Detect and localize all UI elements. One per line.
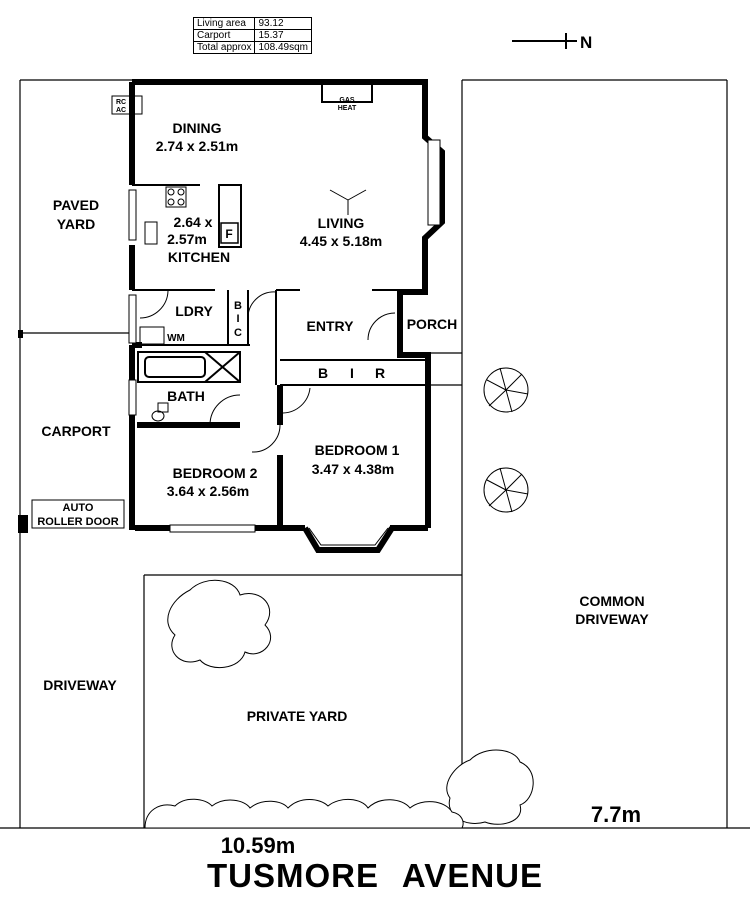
room-size: 2.74 x 2.51m — [156, 138, 239, 154]
bic-letter: I — [236, 313, 239, 325]
bir-letter: B — [318, 365, 328, 381]
room-size: 4.45 x 5.18m — [300, 233, 383, 249]
gas-heat-label: HEAT — [338, 105, 357, 112]
door-swings — [139, 290, 396, 453]
room-labels: DINING 2.74 x 2.51m LIVING 4.45 x 5.18m … — [156, 120, 458, 499]
room-name: DINING — [173, 120, 222, 136]
roller-door-label: AUTO — [63, 502, 94, 514]
frontage-dimension: 10.59m — [221, 833, 296, 858]
area-value: 108.49sqm — [254, 41, 312, 54]
hedge — [144, 798, 464, 829]
fixtures — [31, 83, 373, 529]
room-name: BEDROOM 2 — [173, 465, 258, 481]
room-name: BATH — [167, 388, 205, 404]
common-driveway-label: COMMON — [579, 593, 644, 609]
room-size: 3.47 x 4.38m — [312, 461, 395, 477]
roller-door-label: ROLLER DOOR — [37, 516, 118, 528]
room-name: PORCH — [407, 316, 458, 332]
north-arrow-icon: N — [512, 33, 592, 52]
fixture-labels: RC AC GAS HEAT AUTO ROLLER DOOR — [37, 97, 357, 528]
bir-letter: R — [375, 365, 385, 381]
street-name: TUSMORE AVENUE — [206, 857, 544, 894]
washer-label: WM — [167, 333, 185, 344]
room-size: 3.64 x 2.56m — [167, 483, 250, 499]
fridge-label: F — [225, 227, 232, 241]
bic-letter: B — [234, 300, 242, 312]
area-row: Total approx 108.49sqm — [192, 41, 312, 54]
common-driveway-label: DRIVEWAY — [575, 611, 649, 627]
tree-icon — [446, 749, 534, 825]
outdoor-labels: PAVED YARD CARPORT DRIVEWAY PRIVATE YARD… — [41, 197, 649, 724]
room-name: ENTRY — [307, 318, 355, 334]
room-name: LDRY — [175, 303, 213, 319]
common-width-dimension: 7.7m — [591, 802, 641, 827]
interior-walls — [132, 184, 428, 386]
tree-icon — [483, 367, 529, 413]
bic-letter: C — [234, 327, 242, 339]
private-yard-label: PRIVATE YARD — [247, 708, 348, 724]
paved-yard-label: YARD — [57, 216, 95, 232]
carport-post — [18, 330, 23, 338]
bir-letter: I — [350, 365, 354, 381]
north-letter: N — [580, 33, 592, 52]
carport-post — [18, 515, 28, 533]
room-name: BEDROOM 1 — [315, 442, 400, 458]
room-name: LIVING — [318, 215, 365, 231]
carport-label: CARPORT — [41, 423, 111, 439]
paved-yard-label: PAVED — [53, 197, 99, 213]
gas-heat-label: GAS — [339, 97, 355, 104]
area-row: Living area 93.12 — [192, 17, 312, 30]
windows — [128, 139, 441, 553]
tree-icon — [483, 467, 529, 513]
rc-ac-label: AC — [116, 107, 126, 114]
driveway-label: DRIVEWAY — [43, 677, 117, 693]
room-size: 2.57m — [167, 231, 207, 247]
area-table: Living area 93.12 Carport 15.37 Total ap… — [192, 17, 312, 54]
room-size: 2.64 x — [174, 214, 213, 230]
room-name: KITCHEN — [168, 249, 230, 265]
rc-ac-label: RC — [116, 99, 126, 106]
tree-icon — [167, 579, 271, 669]
area-row: Carport 15.37 — [192, 29, 312, 42]
